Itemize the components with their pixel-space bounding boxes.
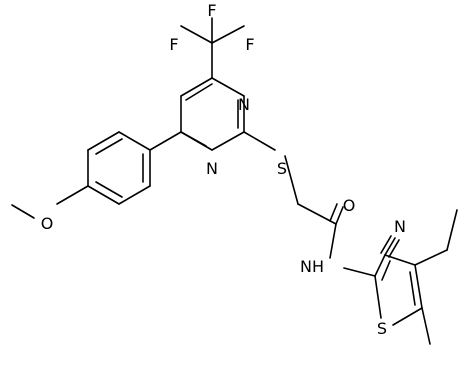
bond — [374, 254, 386, 277]
bond — [329, 203, 338, 222]
bond — [211, 131, 245, 151]
bond — [446, 209, 458, 251]
bond — [409, 271, 416, 306]
bond — [343, 267, 376, 277]
bond-lines — [11, 17, 458, 345]
bond — [95, 181, 123, 198]
bond — [388, 239, 400, 258]
bond — [392, 307, 423, 326]
atom-label-n-pyrimidine-1: N — [238, 95, 250, 114]
atom-label-s-thioether: S — [277, 159, 287, 178]
atom-label-o-methoxy: O — [41, 214, 54, 233]
bond — [185, 83, 213, 101]
bond — [149, 131, 182, 151]
atom-label-f3: F — [245, 35, 254, 54]
bond — [329, 223, 337, 259]
bond — [118, 185, 151, 205]
bond — [180, 77, 213, 97]
bond — [421, 307, 431, 345]
bond — [56, 185, 89, 205]
bond — [374, 275, 382, 319]
bond — [180, 131, 207, 147]
atom-label-n-amide: NH — [300, 257, 324, 276]
atom-labels: F F F N N S O N NH S O — [41, 1, 406, 338]
atom-label-o-carbonyl: O — [343, 196, 356, 215]
bond — [11, 204, 35, 219]
bond — [95, 138, 123, 155]
atom-label-n-pyrimidine-2: N — [206, 159, 218, 178]
bond — [414, 264, 423, 309]
bond — [380, 235, 392, 254]
atom-label-s-thiophene: S — [377, 319, 387, 338]
bond — [180, 25, 213, 44]
atom-label-f2: F — [169, 35, 178, 54]
bond — [87, 131, 120, 151]
bond — [381, 260, 391, 281]
bond — [284, 155, 299, 205]
bond — [384, 237, 396, 256]
bond — [118, 131, 151, 151]
atom-label-n-nitrile: N — [394, 217, 406, 236]
bond — [243, 131, 276, 151]
bond — [414, 249, 448, 266]
atom-label-f1: F — [207, 1, 216, 20]
bond — [211, 77, 245, 97]
bond — [335, 206, 344, 225]
bond — [211, 25, 245, 44]
bond — [87, 185, 120, 205]
